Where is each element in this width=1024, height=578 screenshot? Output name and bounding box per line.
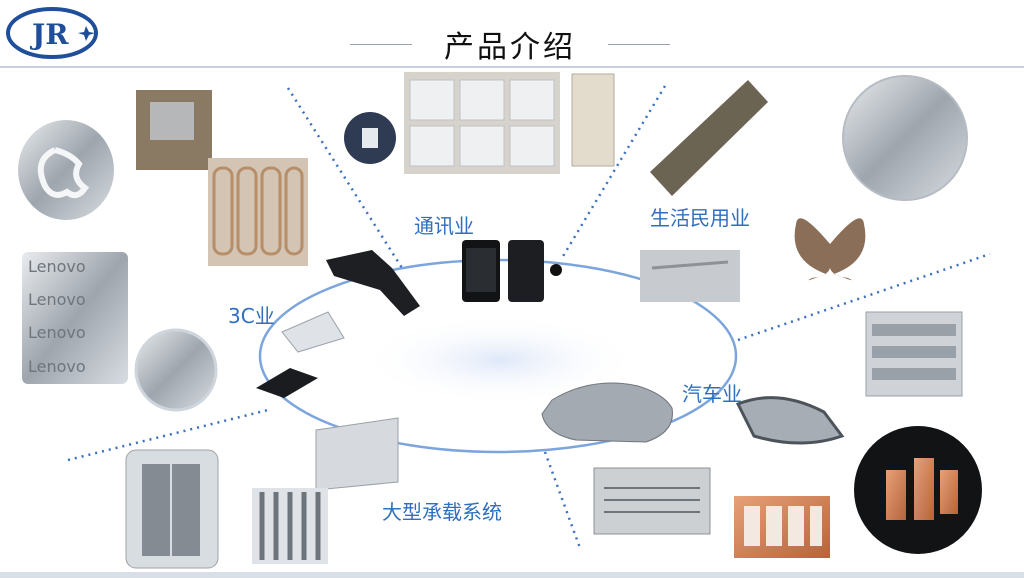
category-label-automotive: 汽车业 <box>682 382 742 406</box>
logo-star-icon <box>78 26 95 41</box>
svg-text:Lenovo: Lenovo <box>28 323 86 342</box>
lenovo-nameplate <box>22 252 128 384</box>
divider-3c-telecom <box>286 87 404 269</box>
title-rule-left <box>350 44 412 45</box>
svg-text:Lenovo: Lenovo <box>28 257 86 276</box>
heavy-products <box>125 417 399 569</box>
laptop-open <box>281 311 345 353</box>
sector-dividers <box>67 85 991 549</box>
smartwatch <box>326 250 420 316</box>
apple-logo-icon <box>37 147 90 199</box>
shield-strip <box>571 73 615 167</box>
logo-ring <box>6 7 98 59</box>
svg-text:Lenovo: Lenovo <box>28 357 86 376</box>
perforated-bar <box>650 80 768 196</box>
telecom-products <box>344 72 615 302</box>
header-divider <box>0 66 1024 68</box>
title-rule-right <box>608 44 670 45</box>
category-label-3c: 3C业 <box>228 304 275 328</box>
center-glow <box>360 315 640 405</box>
category-label-heavy: 大型承载系统 <box>382 500 502 524</box>
apple-logo-plate <box>18 120 114 220</box>
page-title: 产品介绍 <box>444 30 576 65</box>
etched-spring-sheet <box>208 158 308 266</box>
speaker-mesh-disc <box>134 328 218 412</box>
brushed-metal-disc <box>842 75 968 201</box>
automotive-products <box>541 311 982 558</box>
divider-consumer-auto <box>737 252 991 342</box>
telecom-orbit-node <box>550 264 562 276</box>
footer-bar <box>0 572 1024 578</box>
logo-text: JR <box>29 18 69 51</box>
page-title-group: 产品介绍 <box>350 18 670 65</box>
sedan-car <box>541 382 673 443</box>
laptop-closed <box>256 368 318 398</box>
divider-auto-heavy <box>543 451 582 549</box>
elevator-cabin <box>315 417 399 491</box>
consumer-products <box>640 75 968 302</box>
speaker-grille <box>735 396 845 445</box>
brushed-label <box>640 250 740 302</box>
smartphone-back <box>508 240 544 302</box>
category-label-consumer: 生活民用业 <box>650 206 750 230</box>
category-label-telecom: 通讯业 <box>414 214 474 238</box>
c3-products: Lenovo Lenovo Lenovo Lenovo <box>18 90 420 412</box>
butterfly-ornament <box>794 218 866 281</box>
company-logo: JR <box>4 4 100 62</box>
svg-text:Lenovo: Lenovo <box>28 290 86 309</box>
